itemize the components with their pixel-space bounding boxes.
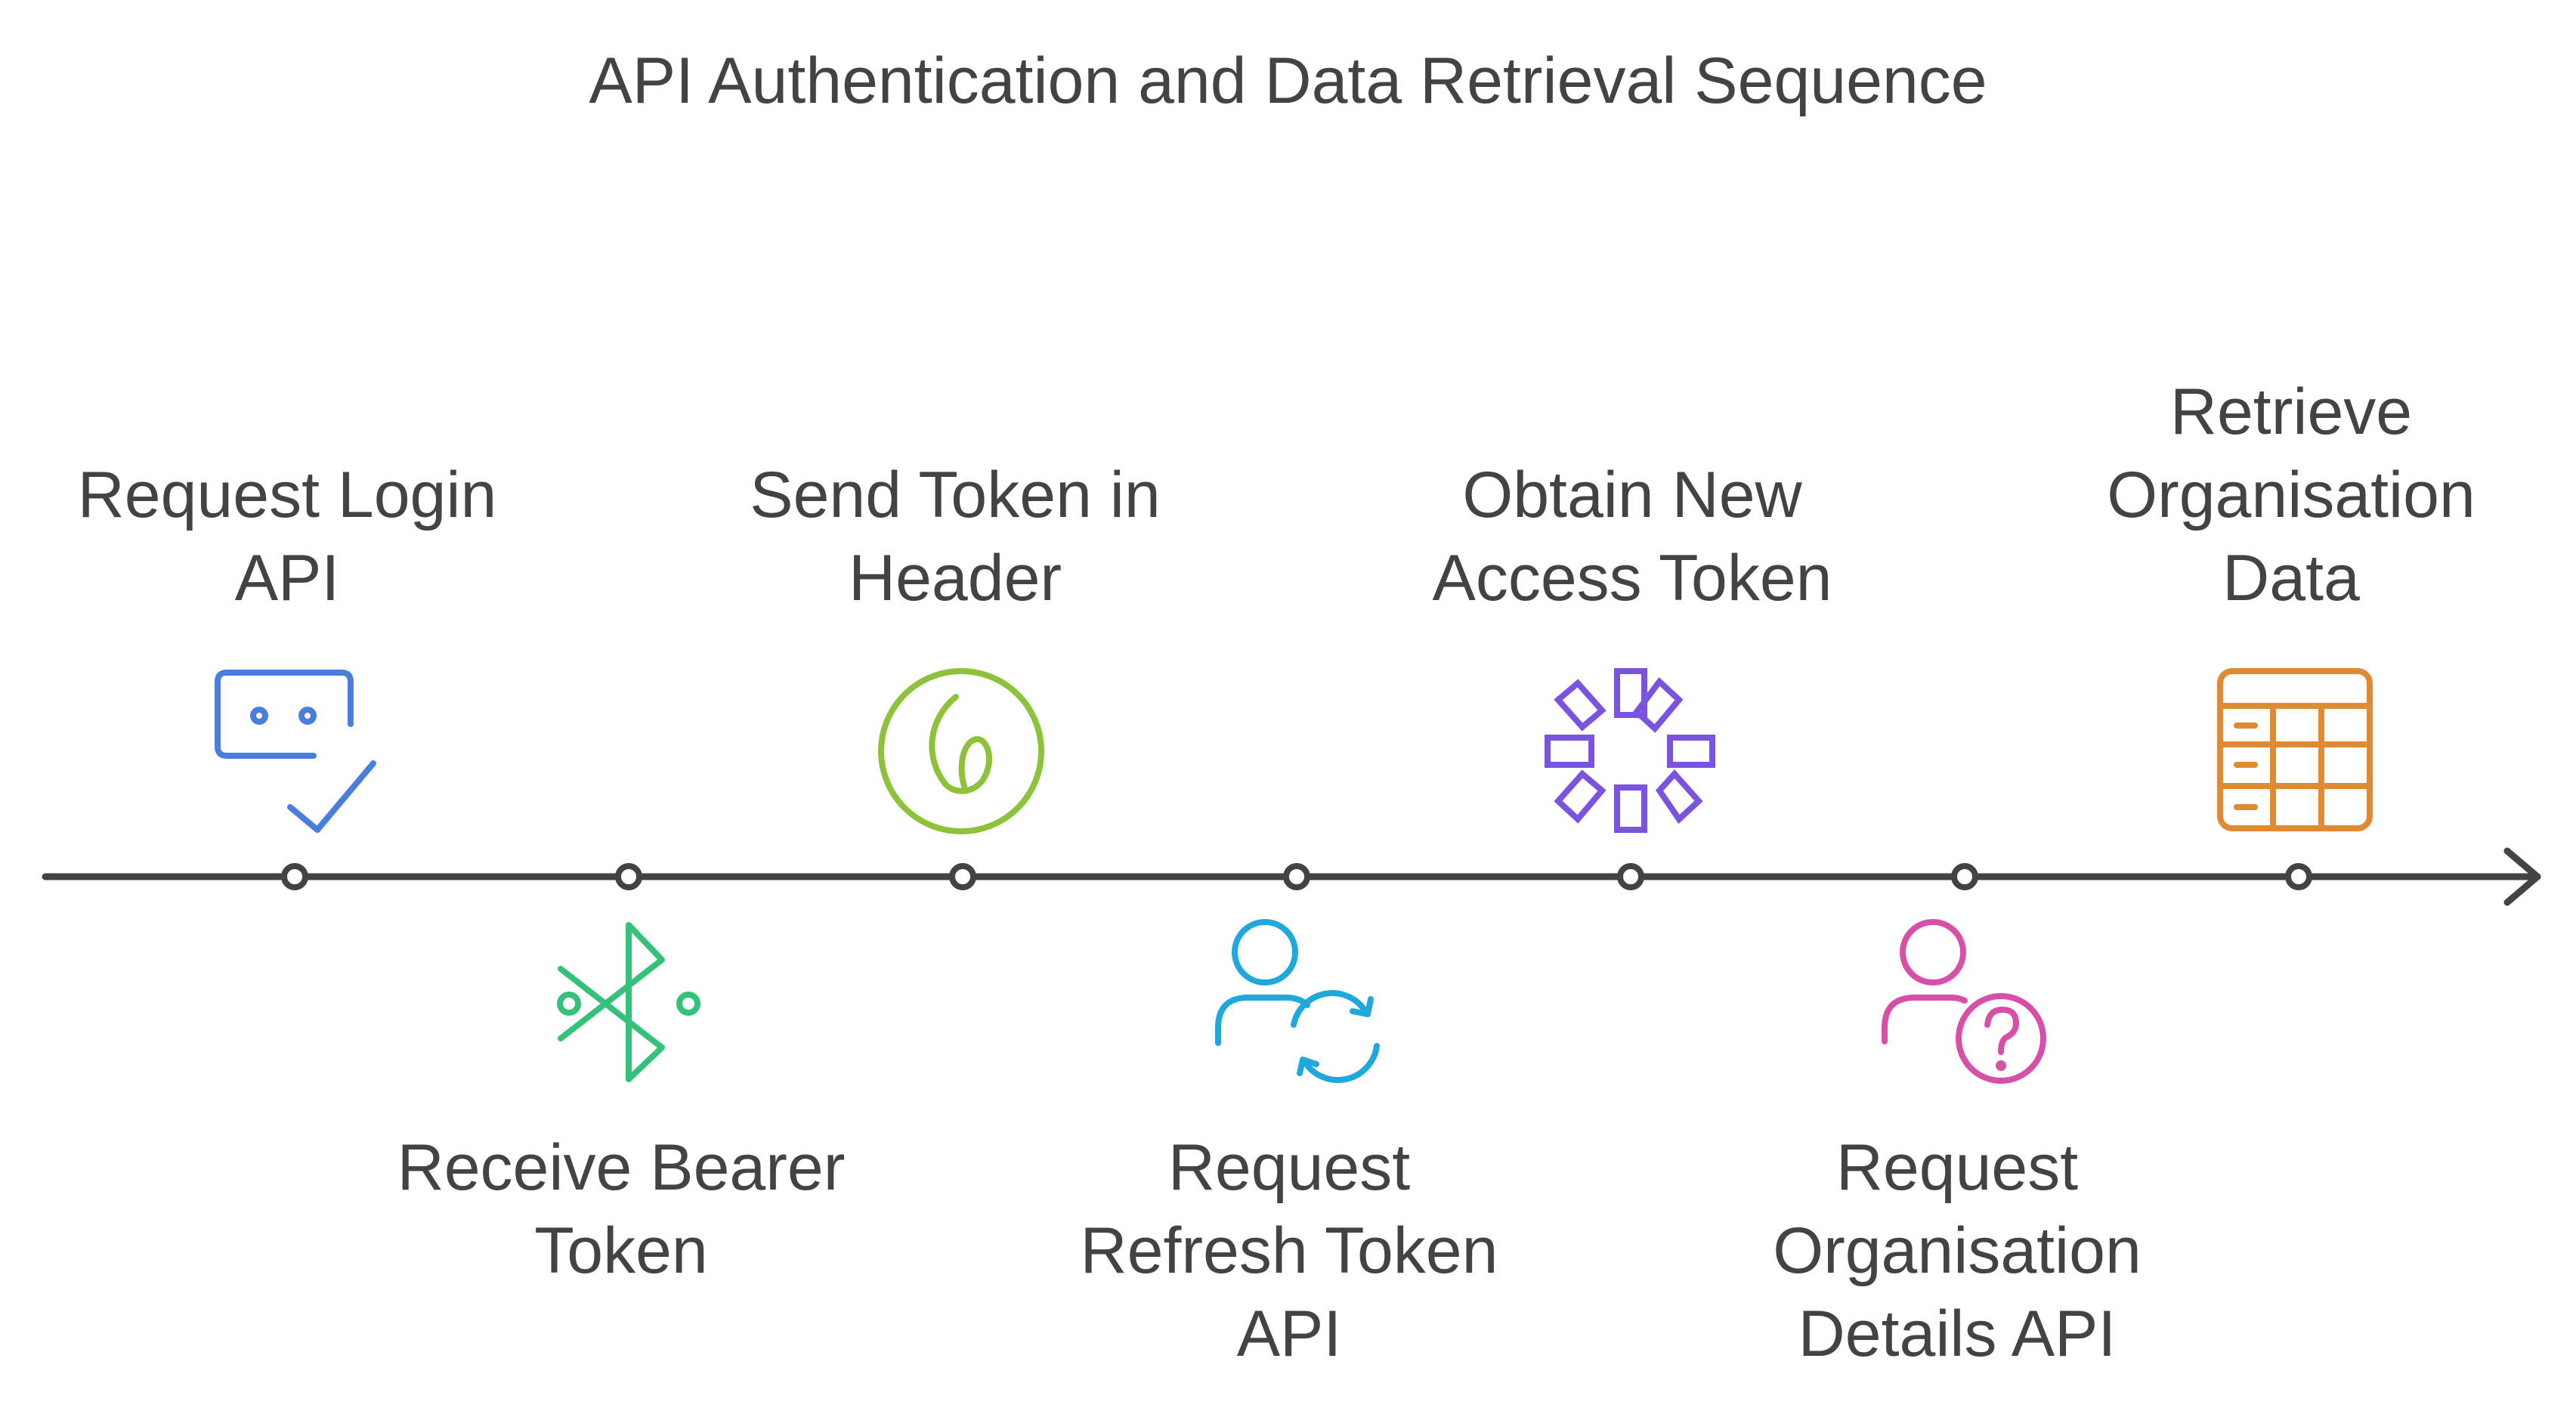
step-6-label-line-1: Request	[1835, 1131, 2079, 1204]
step-4-label-line-3: API	[1236, 1298, 1342, 1370]
step-5-label-line-2: Access Token	[1432, 542, 1832, 614]
step-3-label-line-2: Header	[848, 542, 1062, 614]
step-4-label-line-1: Request	[1167, 1131, 1411, 1204]
step-2-label-line-2: Token	[534, 1215, 708, 1287]
step-7-label: Retrieve Organisation Data	[2004, 370, 2576, 620]
step-6-label: Request Organisation Details API	[1670, 1126, 2244, 1375]
step-3-label-line-1: Send Token in	[750, 459, 1161, 531]
marker-step-5	[1617, 863, 1644, 890]
step-2-label: Receive Bearer Token	[334, 1126, 908, 1292]
step-1-label-line-1: Request Login	[77, 459, 497, 531]
step-2-label-line-1: Receive Bearer	[397, 1131, 846, 1204]
step-6-label-line-2: Organisation	[1773, 1215, 2142, 1287]
timeline-markers	[281, 863, 2312, 890]
marker-step-2	[615, 863, 642, 890]
step-7-label-line-2: Organisation	[2107, 459, 2475, 531]
user-refresh-icon	[1215, 919, 1380, 1084]
step-5-label-line-1: Obtain New	[1462, 459, 1802, 531]
marker-step-3	[949, 863, 976, 890]
step-1-label-line-2: API	[234, 542, 340, 614]
marker-step-1	[281, 863, 308, 890]
marker-step-7	[2285, 863, 2312, 890]
leaf-circle-icon	[878, 668, 1044, 834]
marker-step-6	[1951, 863, 1978, 890]
chat-check-icon	[215, 670, 376, 833]
marker-step-4	[1283, 863, 1310, 890]
step-5-label: Obtain New Access Token	[1345, 453, 1919, 620]
user-question-icon	[1882, 919, 2046, 1084]
step-4-label-line-2: Refresh Token	[1080, 1215, 1498, 1287]
bluetooth-icon	[557, 922, 700, 1082]
step-3-label: Send Token in Header	[668, 453, 1242, 620]
asterisk-burst-icon	[1545, 668, 1715, 833]
step-1-label: Request Login API	[0, 453, 574, 620]
step-6-label-line-3: Details API	[1798, 1298, 2117, 1370]
step-7-label-line-3: Data	[2222, 542, 2360, 614]
table-icon	[2217, 668, 2373, 831]
step-7-label-line-1: Retrieve	[2169, 376, 2413, 448]
step-4-label: Request Refresh Token API	[1002, 1126, 1576, 1375]
diagram-title: API Authentication and Data Retrieval Se…	[589, 45, 1987, 117]
